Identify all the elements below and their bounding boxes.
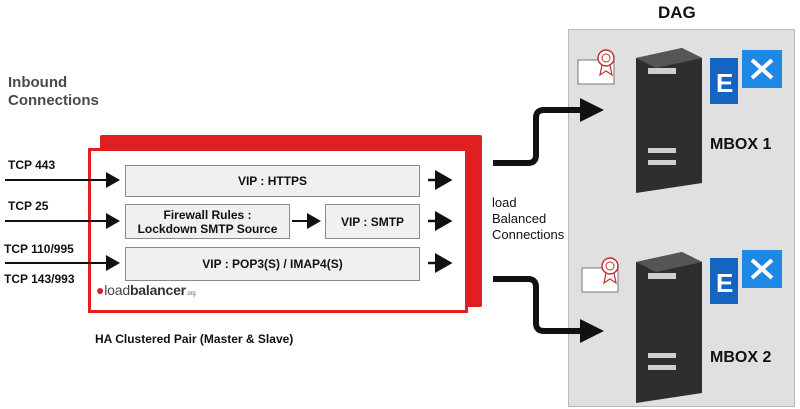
logo-main: load xyxy=(104,282,130,298)
svg-text:E: E xyxy=(716,68,733,98)
inbound-title-line1: Inbound xyxy=(8,74,68,91)
firewall-line2: Lockdown SMTP Source xyxy=(137,221,278,236)
vip-smtp-box: VIP : SMTP xyxy=(325,204,420,239)
loadbalancer-logo: ●loadbalancer.org xyxy=(96,282,196,298)
firewall-rules-box: Firewall Rules : Lockdown SMTP Source xyxy=(125,204,290,239)
lb-line1: load xyxy=(492,195,517,210)
tcp-110-995-label: TCP 110/995 xyxy=(4,242,74,256)
tcp-25-label: TCP 25 xyxy=(8,199,49,213)
tcp-143-993-label: TCP 143/993 xyxy=(4,272,75,286)
mbox1-label: MBOX 1 xyxy=(710,136,772,153)
mbox2-label: MBOX 2 xyxy=(710,349,772,366)
dag-title: DAG xyxy=(658,3,696,22)
ha-clustered-pair-label: HA Clustered Pair (Master & Slave) xyxy=(95,332,294,346)
server-mbox1-icon xyxy=(636,48,702,193)
arrow-to-mbox1 xyxy=(493,98,604,166)
inbound-connections-title: Inbound Connections xyxy=(8,74,99,110)
lb-line3: Connections xyxy=(492,227,565,242)
server-mbox2-icon xyxy=(636,252,702,403)
certificate-icon-mbox1 xyxy=(577,49,615,85)
lb-line2: Balanced xyxy=(492,211,547,226)
arrow-to-mbox2 xyxy=(493,276,604,343)
vip-https-box: VIP : HTTPS xyxy=(125,165,420,197)
logo-bold: balancer xyxy=(129,282,186,298)
inbound-title-line2: Connections xyxy=(8,92,99,109)
certificate-icon-mbox2 xyxy=(581,257,619,293)
exchange-icon-mbox1: E xyxy=(710,50,782,104)
vip-smtp-label: VIP : SMTP xyxy=(340,214,405,229)
logo-suffix: .org xyxy=(185,291,196,297)
svg-text:E: E xyxy=(716,268,733,298)
load-balanced-connections-label: load Balanced Connections xyxy=(492,195,564,243)
firewall-line1: Firewall Rules : xyxy=(163,207,252,222)
vip-pop-imap-box: VIP : POP3(S) / IMAP4(S) xyxy=(125,247,420,281)
exchange-icon-mbox2: E xyxy=(710,250,782,304)
vip-https-label: VIP : HTTPS xyxy=(237,174,308,188)
vip-pop-imap-label: VIP : POP3(S) / IMAP4(S) xyxy=(202,257,343,271)
tcp-443-label: TCP 443 xyxy=(8,158,56,172)
